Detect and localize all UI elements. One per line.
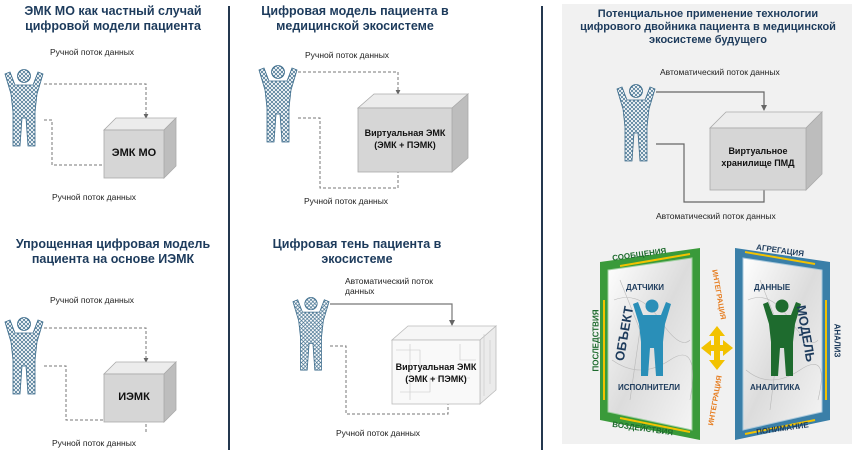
panel4-flow-top-label-2: данных: [345, 286, 375, 296]
panel4-flow-bottom-label: Ручной поток данных: [336, 428, 421, 438]
panel3-box-line1: Виртуальная ЭМК: [364, 128, 446, 138]
model-outer-right-label: АНАЛИЗ: [832, 323, 842, 358]
divider-left: [228, 6, 230, 450]
panel1-title: ЭМК МО как частный случай цифровой модел…: [24, 4, 202, 33]
panel2-flow-top-label: Ручной поток данных: [50, 295, 135, 305]
panel4-box-line1: Виртуальная ЭМК: [395, 362, 477, 372]
panel5-title: Потенциальное применение технологии цифр…: [580, 8, 836, 46]
panel4-title: Цифровая тень пациента в экосистеме: [272, 237, 442, 266]
panel3-box-line2: (ЭМК + ПЭМК): [374, 140, 436, 150]
panel4-flow-top-label-1: Автоматический поток: [345, 276, 433, 286]
object-outer-left-label: ПОСЛЕДСТВИЯ: [591, 309, 601, 372]
object-inner-top-label: ДАТЧИКИ: [626, 283, 664, 292]
panel3-flow-bottom-label: Ручной поток данных: [304, 196, 389, 206]
panel2-title: Упрощенная цифровая модель пациента на о…: [15, 237, 211, 266]
panel1-flow-bottom-label: Ручной поток данных: [52, 192, 137, 202]
model-inner-top-label: ДАННЫЕ: [754, 283, 791, 292]
panel5-box-line1: Виртуальное: [728, 146, 788, 156]
integration-arrows-icon: [701, 326, 733, 370]
panel1-box-label: ЭМК МО: [111, 147, 157, 159]
panel5-flow-bottom-label: Автоматический поток данных: [656, 211, 776, 221]
panel5-flow-top-label: Автоматический поток данных: [660, 67, 780, 77]
panel2-box-label: ИЭМК: [118, 391, 150, 403]
divider-right: [541, 6, 543, 450]
panel3-flow-top-label: Ручной поток данных: [305, 50, 390, 60]
panel2-flow-bottom-label: Ручной поток данных: [52, 438, 137, 448]
panel5-box-line2: хранилище ПМД: [721, 158, 795, 168]
panel3-title: Цифровая модель пациента в медицинской э…: [261, 4, 449, 33]
object-inner-bottom-label: ИСПОЛНИТЕЛИ: [618, 383, 681, 392]
model-inner-bottom-label: АНАЛИТИКА: [750, 383, 801, 392]
panel1-flow-top-label: Ручной поток данных: [50, 47, 135, 57]
panel4-box-line2: (ЭМК + ПЭМК): [405, 374, 467, 384]
